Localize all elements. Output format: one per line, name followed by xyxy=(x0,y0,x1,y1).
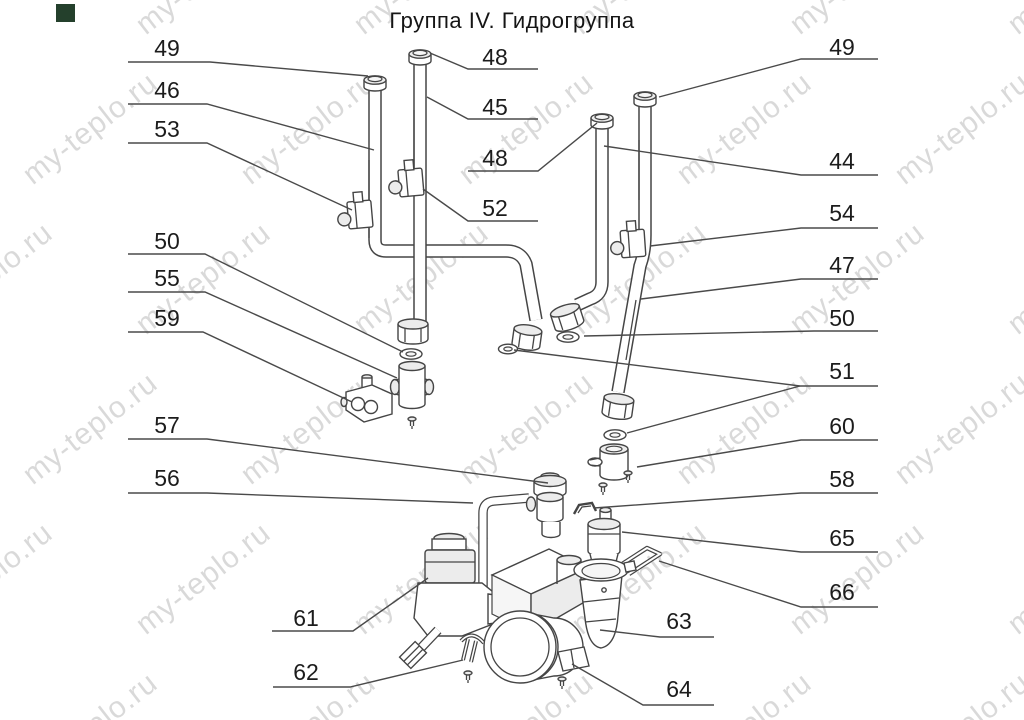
callout-number-53: 53 xyxy=(154,116,180,142)
callout-leader-51 xyxy=(513,349,878,387)
callout-leader-47 xyxy=(640,278,878,300)
bracket-66 xyxy=(614,545,663,576)
pipe-44 xyxy=(574,122,609,312)
washer-51-right xyxy=(603,429,627,441)
corner-mark xyxy=(56,4,75,22)
callout-leader-48 xyxy=(468,122,598,172)
callout-leader-65 xyxy=(621,531,878,553)
callout-number-58: 58 xyxy=(829,466,855,492)
callout-number-51: 51 xyxy=(829,358,855,384)
callout-number-50: 50 xyxy=(829,305,855,331)
callout-leader-61 xyxy=(272,577,429,632)
plug-49-right-icon xyxy=(633,91,657,108)
callout-leader-45 xyxy=(426,96,538,120)
callout-leader-49 xyxy=(128,61,369,77)
screw xyxy=(463,670,473,683)
callout-number-49: 49 xyxy=(829,34,855,60)
plug-48-mid-icon xyxy=(590,113,614,130)
callout-number-56: 56 xyxy=(154,465,180,491)
callout-number-50: 50 xyxy=(154,228,180,254)
plug-49-left-icon xyxy=(363,75,387,92)
callout-leader-46 xyxy=(128,103,375,151)
pump-63 xyxy=(483,548,637,684)
clip-58 xyxy=(572,501,598,515)
callout-leader-44 xyxy=(603,145,878,176)
callout-number-47: 47 xyxy=(829,252,855,278)
callout-number-59: 59 xyxy=(154,305,180,331)
callout-number-64: 64 xyxy=(666,676,692,702)
callout-number-61: 61 xyxy=(293,605,319,631)
callout-number-48: 48 xyxy=(482,44,508,70)
callout-number-60: 60 xyxy=(829,413,855,439)
clamp-52 xyxy=(388,158,425,198)
callout-leader-48 xyxy=(429,52,538,70)
callout-leader-50 xyxy=(128,253,404,353)
callout-leader-60 xyxy=(636,439,878,468)
washer-50-left xyxy=(399,348,423,360)
clamp-54 xyxy=(610,220,647,259)
valve-57 xyxy=(525,472,567,539)
callout-leader-64 xyxy=(571,663,714,706)
callout-leader-52 xyxy=(422,188,538,222)
callout-leader-66 xyxy=(658,560,878,608)
callout-leader-55 xyxy=(128,291,398,379)
callout-leader-59 xyxy=(128,331,353,403)
union-nut-44 xyxy=(549,303,585,332)
callout-leader-58 xyxy=(593,492,878,509)
callout-number-48: 48 xyxy=(482,145,508,171)
callout-number-46: 46 xyxy=(154,77,180,103)
screw xyxy=(557,676,567,689)
callout-number-63: 63 xyxy=(666,608,692,634)
screw xyxy=(623,470,633,483)
callout-number-52: 52 xyxy=(482,195,508,221)
callout-leader-63 xyxy=(599,629,714,638)
clip-64 xyxy=(557,646,590,672)
callout-leader-62 xyxy=(273,659,464,688)
callout-leader-57 xyxy=(128,438,549,484)
callout-leader-53 xyxy=(128,142,353,211)
callout-number-55: 55 xyxy=(154,265,180,291)
fitting-55 xyxy=(389,360,435,410)
callout-leader-49 xyxy=(658,58,878,98)
washer-50-right xyxy=(556,331,580,343)
callout-number-44: 44 xyxy=(829,148,855,174)
callout-layer: 49 46 53 50 55 59 57 56 61 62 48 45 48 52 49 44 54 47 50 51… xyxy=(128,34,878,706)
clip-62 xyxy=(459,633,486,663)
callout-number-54: 54 xyxy=(829,200,855,226)
plug-48-top-icon xyxy=(408,49,432,66)
callout-leader-54 xyxy=(649,227,878,247)
callout-leader-51 xyxy=(626,385,801,434)
callout-number-66: 66 xyxy=(829,579,855,605)
page-title: Группа IV. Гидрогруппа xyxy=(389,8,635,33)
callout-leader-56 xyxy=(128,492,474,504)
pipe-56 xyxy=(478,493,530,601)
callout-number-62: 62 xyxy=(293,659,319,685)
callout-number-57: 57 xyxy=(154,412,180,438)
callout-leader-50 xyxy=(583,330,878,337)
valve-59 xyxy=(340,374,393,423)
washer-51-left xyxy=(497,343,519,355)
callout-number-45: 45 xyxy=(482,94,508,120)
callout-number-49: 49 xyxy=(154,35,180,61)
screw xyxy=(407,416,417,429)
screw xyxy=(598,482,608,495)
valve-60 xyxy=(587,443,629,481)
union-nut-47 xyxy=(601,392,635,420)
clamp-53 xyxy=(337,190,374,230)
callout-number-65: 65 xyxy=(829,525,855,551)
union-nut-45 xyxy=(397,318,429,345)
